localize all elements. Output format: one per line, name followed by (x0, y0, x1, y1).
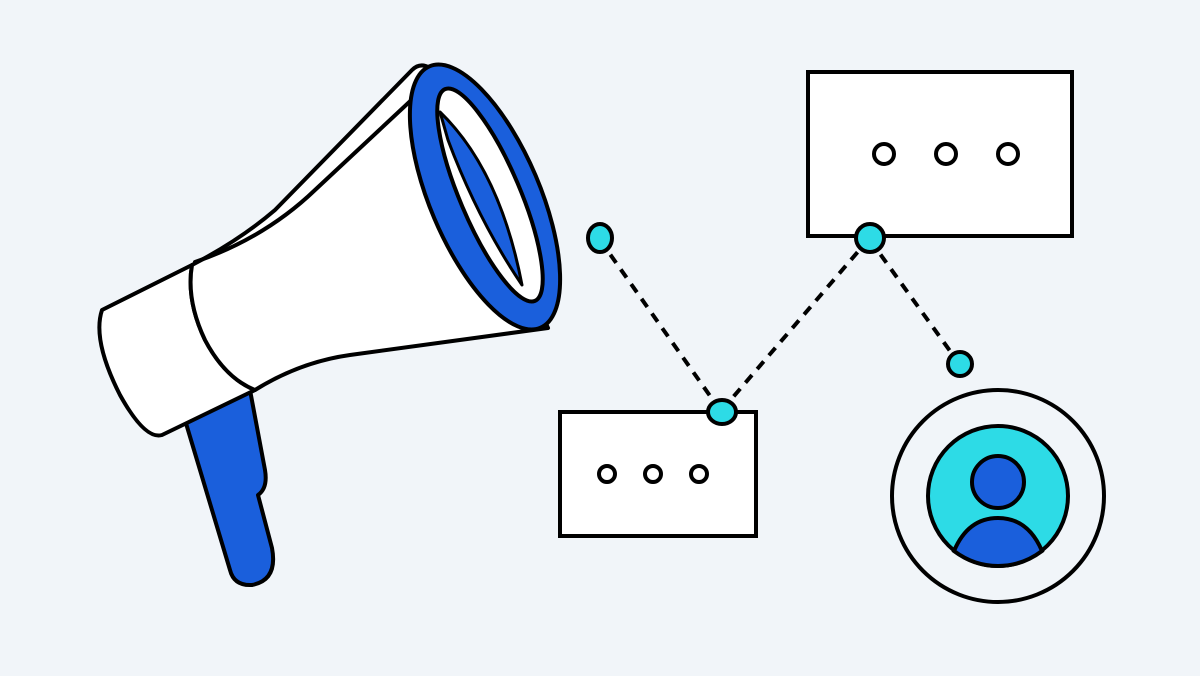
connection-node-icon (586, 222, 614, 254)
connection-node-icon (854, 222, 886, 254)
dot-icon (597, 464, 617, 484)
user-avatar-icon (890, 388, 1106, 604)
connection-line (598, 238, 722, 412)
connection-nodes (586, 222, 974, 426)
connection-node-icon (706, 398, 738, 426)
dot-icon (872, 142, 896, 166)
connection-line (868, 238, 960, 364)
connection-node-icon (946, 350, 974, 378)
dot-icon (934, 142, 958, 166)
megaphone-mouth-inner (438, 110, 524, 287)
dot-icon (643, 464, 663, 484)
dot-icon (689, 464, 709, 484)
message-box-large (806, 70, 1074, 238)
message-box-small (558, 410, 758, 538)
megaphone-inner-edge (193, 90, 422, 264)
megaphone-handle (183, 388, 275, 588)
dot-icon (996, 142, 1020, 166)
connection-line (720, 238, 870, 412)
avatar-head (970, 454, 1026, 510)
connection-lines (598, 238, 960, 412)
avatar-body (951, 515, 1045, 569)
megaphone-icon (97, 62, 563, 588)
